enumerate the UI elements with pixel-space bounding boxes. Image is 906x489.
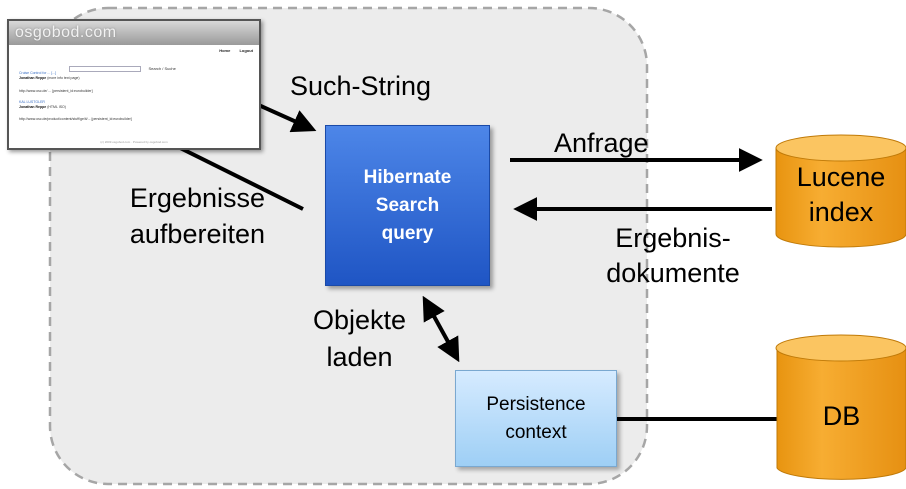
search-app-screenshot: osgobod.com Home Logout Search / Suche C…	[7, 19, 261, 150]
such-string-label: Such-String	[290, 71, 432, 101]
lucene-index-cylinder	[775, 134, 906, 248]
thumbnail-nav-home: Home	[219, 48, 231, 53]
objekte-laden-arrow	[422, 295, 460, 363]
thumbnail-search-button: Search / Suche	[148, 66, 176, 72]
thumbnail-result-2: KAL LUSTGLER Jonathan Reppe (HTML ISO)	[19, 100, 66, 109]
hibernate-search-query-box: Hibernate Search query	[325, 125, 490, 286]
anfrage-label: Anfrage	[554, 128, 649, 158]
thumbnail-logo: osgobod.com	[15, 24, 117, 41]
persistence-context-label: Persistence context	[486, 393, 586, 443]
thumbnail-footer: (c) 2009 osgobod.com · Powered by osgobo…	[100, 140, 168, 144]
hibernate-search-query-label: Hibernate Search query	[363, 166, 452, 244]
lucene-index-label: Lucene index	[796, 162, 886, 227]
thumbnail-nav-logout: Logout	[239, 48, 253, 53]
objekte-laden-label: Objekte laden	[312, 305, 407, 372]
thumbnail-result-1: Cruise Control for ... [...] Jonathan Re…	[19, 71, 80, 80]
thumbnail-nav: Home Logout	[211, 48, 253, 53]
thumbnail-header: osgobod.com	[9, 21, 259, 45]
db-label: DB	[822, 401, 861, 431]
database-cylinder-icon	[776, 347, 906, 480]
ergebnisdokumente-label: Ergebnis- dokumente	[606, 223, 740, 288]
thumbnail-search-row: Search / Suche	[69, 60, 176, 72]
thumbnail-result-url-2: http://www.osc.de/product/content/stuff/…	[19, 117, 132, 121]
db-cylinder	[775, 334, 906, 480]
persistence-context-box: Persistence context	[455, 370, 617, 467]
thumbnail-search-input	[69, 65, 141, 72]
database-cylinder-icon	[775, 147, 906, 248]
thumbnail-result-url-1: http://www.osc.de/ ... [persistent_id:eu…	[19, 89, 93, 93]
ergebnisse-aufbereiten-label: Ergebnisse aufbereiten	[129, 183, 265, 249]
